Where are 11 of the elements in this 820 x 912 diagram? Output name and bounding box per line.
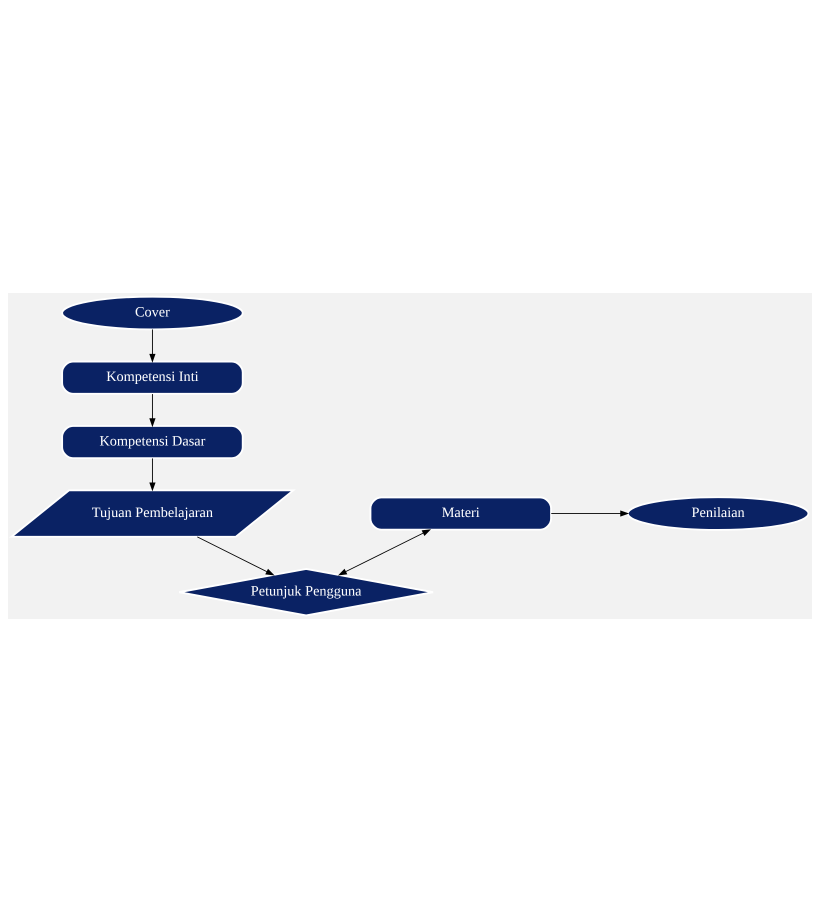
arrow xyxy=(149,394,156,428)
arrow xyxy=(338,529,432,576)
arrow xyxy=(149,458,156,492)
node-box: Materi xyxy=(370,496,552,531)
arrow xyxy=(550,510,630,517)
node-box: Kompetensi Dasar xyxy=(61,425,244,460)
node-ellipse: Cover xyxy=(61,296,244,330)
arrow xyxy=(149,329,156,363)
node-ellipse: Penilaian xyxy=(627,496,810,531)
node-box: Kompetensi Inti xyxy=(61,360,244,395)
arrow xyxy=(196,536,275,576)
